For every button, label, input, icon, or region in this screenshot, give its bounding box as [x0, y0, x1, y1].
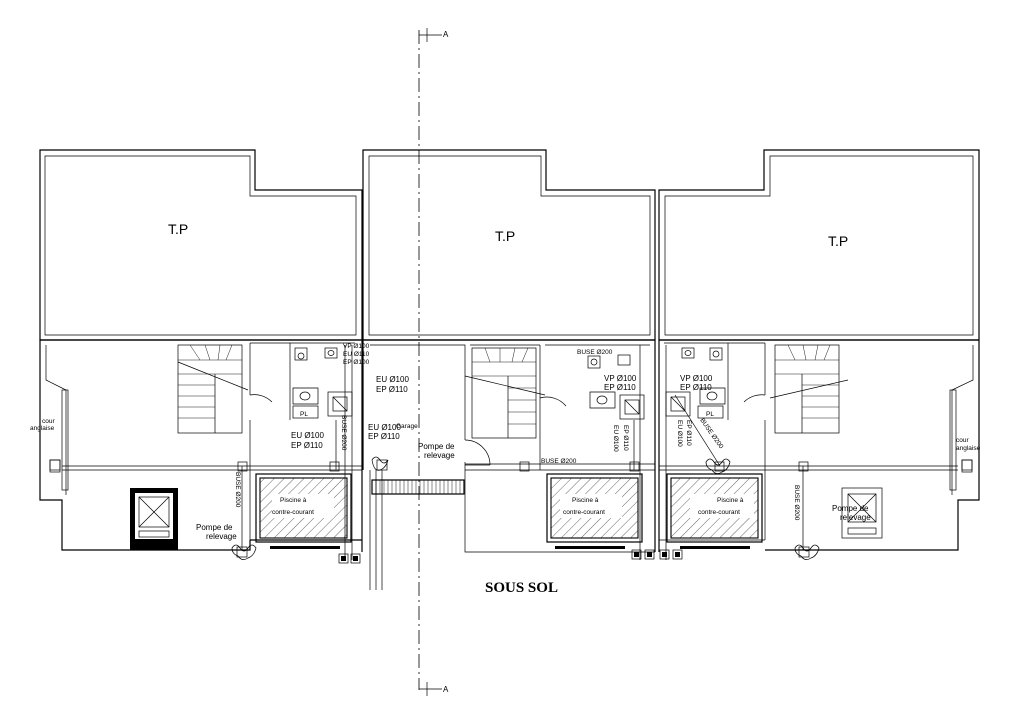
left-pump-2: relevage — [206, 532, 237, 541]
stair-left — [177, 344, 273, 434]
right-terrace-label: T.P — [828, 233, 848, 249]
light-well-left — [49, 389, 69, 491]
middle-pump-1: Pompe de — [418, 442, 455, 451]
middle-vp-2: EP Ø110 — [604, 383, 636, 392]
pump-pit-left — [130, 488, 178, 550]
pool-right-label-2: contre-courant — [698, 509, 740, 516]
left-buse-vertical-2: BUSE Ø200 — [234, 472, 241, 508]
stair-right — [743, 344, 849, 434]
right-buse-vertical: BUSE Ø200 — [793, 485, 800, 521]
garage-grating — [371, 439, 491, 495]
light-well-right-label-1: cour — [956, 437, 969, 444]
middle-eu-vertical: EU Ø100 — [612, 425, 619, 452]
stair-middle — [464, 347, 567, 439]
pl-label-left: PL — [300, 411, 308, 418]
pool-left-label-2: contre-courant — [272, 509, 314, 516]
section-marker-top: A — [443, 30, 449, 39]
middle-buse-top: BUSE Ø200 — [577, 349, 613, 356]
left-eu: EU Ø100 — [291, 431, 324, 440]
left-buse-vertical: BUSE Ø200 — [340, 415, 347, 451]
middle-ep-vertical: EP Ø110 — [622, 425, 629, 451]
middle-ep: EP Ø110 — [376, 385, 408, 394]
middle-vp-1: VP Ø100 — [604, 374, 637, 383]
plan-title: SOUS SOL — [485, 580, 558, 596]
pool-middle-label-2: contre-courant — [563, 509, 605, 516]
section-marker-bottom: A — [443, 685, 449, 694]
middle-garage: Garage — [396, 423, 418, 430]
left-vp-2: EU Ø110 — [343, 351, 370, 358]
middle-buse-h: BUSE Ø200 — [541, 458, 577, 465]
middle-eu-2: EU Ø100 — [368, 423, 401, 432]
pump-symbols — [231, 456, 820, 560]
section-line-a: A A — [418, 28, 449, 696]
pool-right-label-1: Piscine à — [717, 497, 744, 504]
right-pump-2: relevage — [840, 513, 871, 522]
right-buse-diagonal: BUSE Ø200 — [698, 417, 724, 450]
pool-left-label-1: Piscine à — [280, 497, 307, 504]
middle-eu: EU Ø100 — [376, 375, 409, 384]
pipe-network — [62, 345, 958, 590]
left-vp-1: VP Ø100 — [343, 343, 370, 350]
inspection-boxes — [49, 459, 973, 564]
left-vp-3: EP Ø100 — [343, 359, 370, 366]
middle-terrace-label: T.P — [495, 228, 515, 244]
left-pump-1: Pompe de — [196, 523, 233, 532]
bathroom-fixtures-middle — [587, 354, 645, 420]
left-terrace-label: T.P — [168, 221, 188, 237]
right-vp-2: EP Ø110 — [680, 383, 712, 392]
light-well-left-label-1: cour — [42, 418, 55, 425]
pump-pit-right — [841, 487, 883, 539]
pool-middle-label-1: Piscine à — [572, 497, 599, 504]
pl-label-right: PL — [706, 411, 714, 418]
light-well-left-label-2: anglaise — [30, 425, 55, 432]
left-ep: EP Ø110 — [291, 441, 323, 450]
middle-ep-2: EP Ø110 — [368, 432, 400, 441]
right-eu-vertical: EU Ø100 — [676, 420, 683, 447]
basement-walls — [39, 339, 980, 553]
right-ep-vertical: EP Ø110 — [685, 420, 692, 446]
middle-pump-2: relevage — [424, 451, 455, 460]
right-pump-1: Pompe de — [832, 504, 869, 513]
light-well-right-label-2: anglaise — [956, 445, 981, 452]
right-vp-1: VP Ø100 — [680, 374, 713, 383]
